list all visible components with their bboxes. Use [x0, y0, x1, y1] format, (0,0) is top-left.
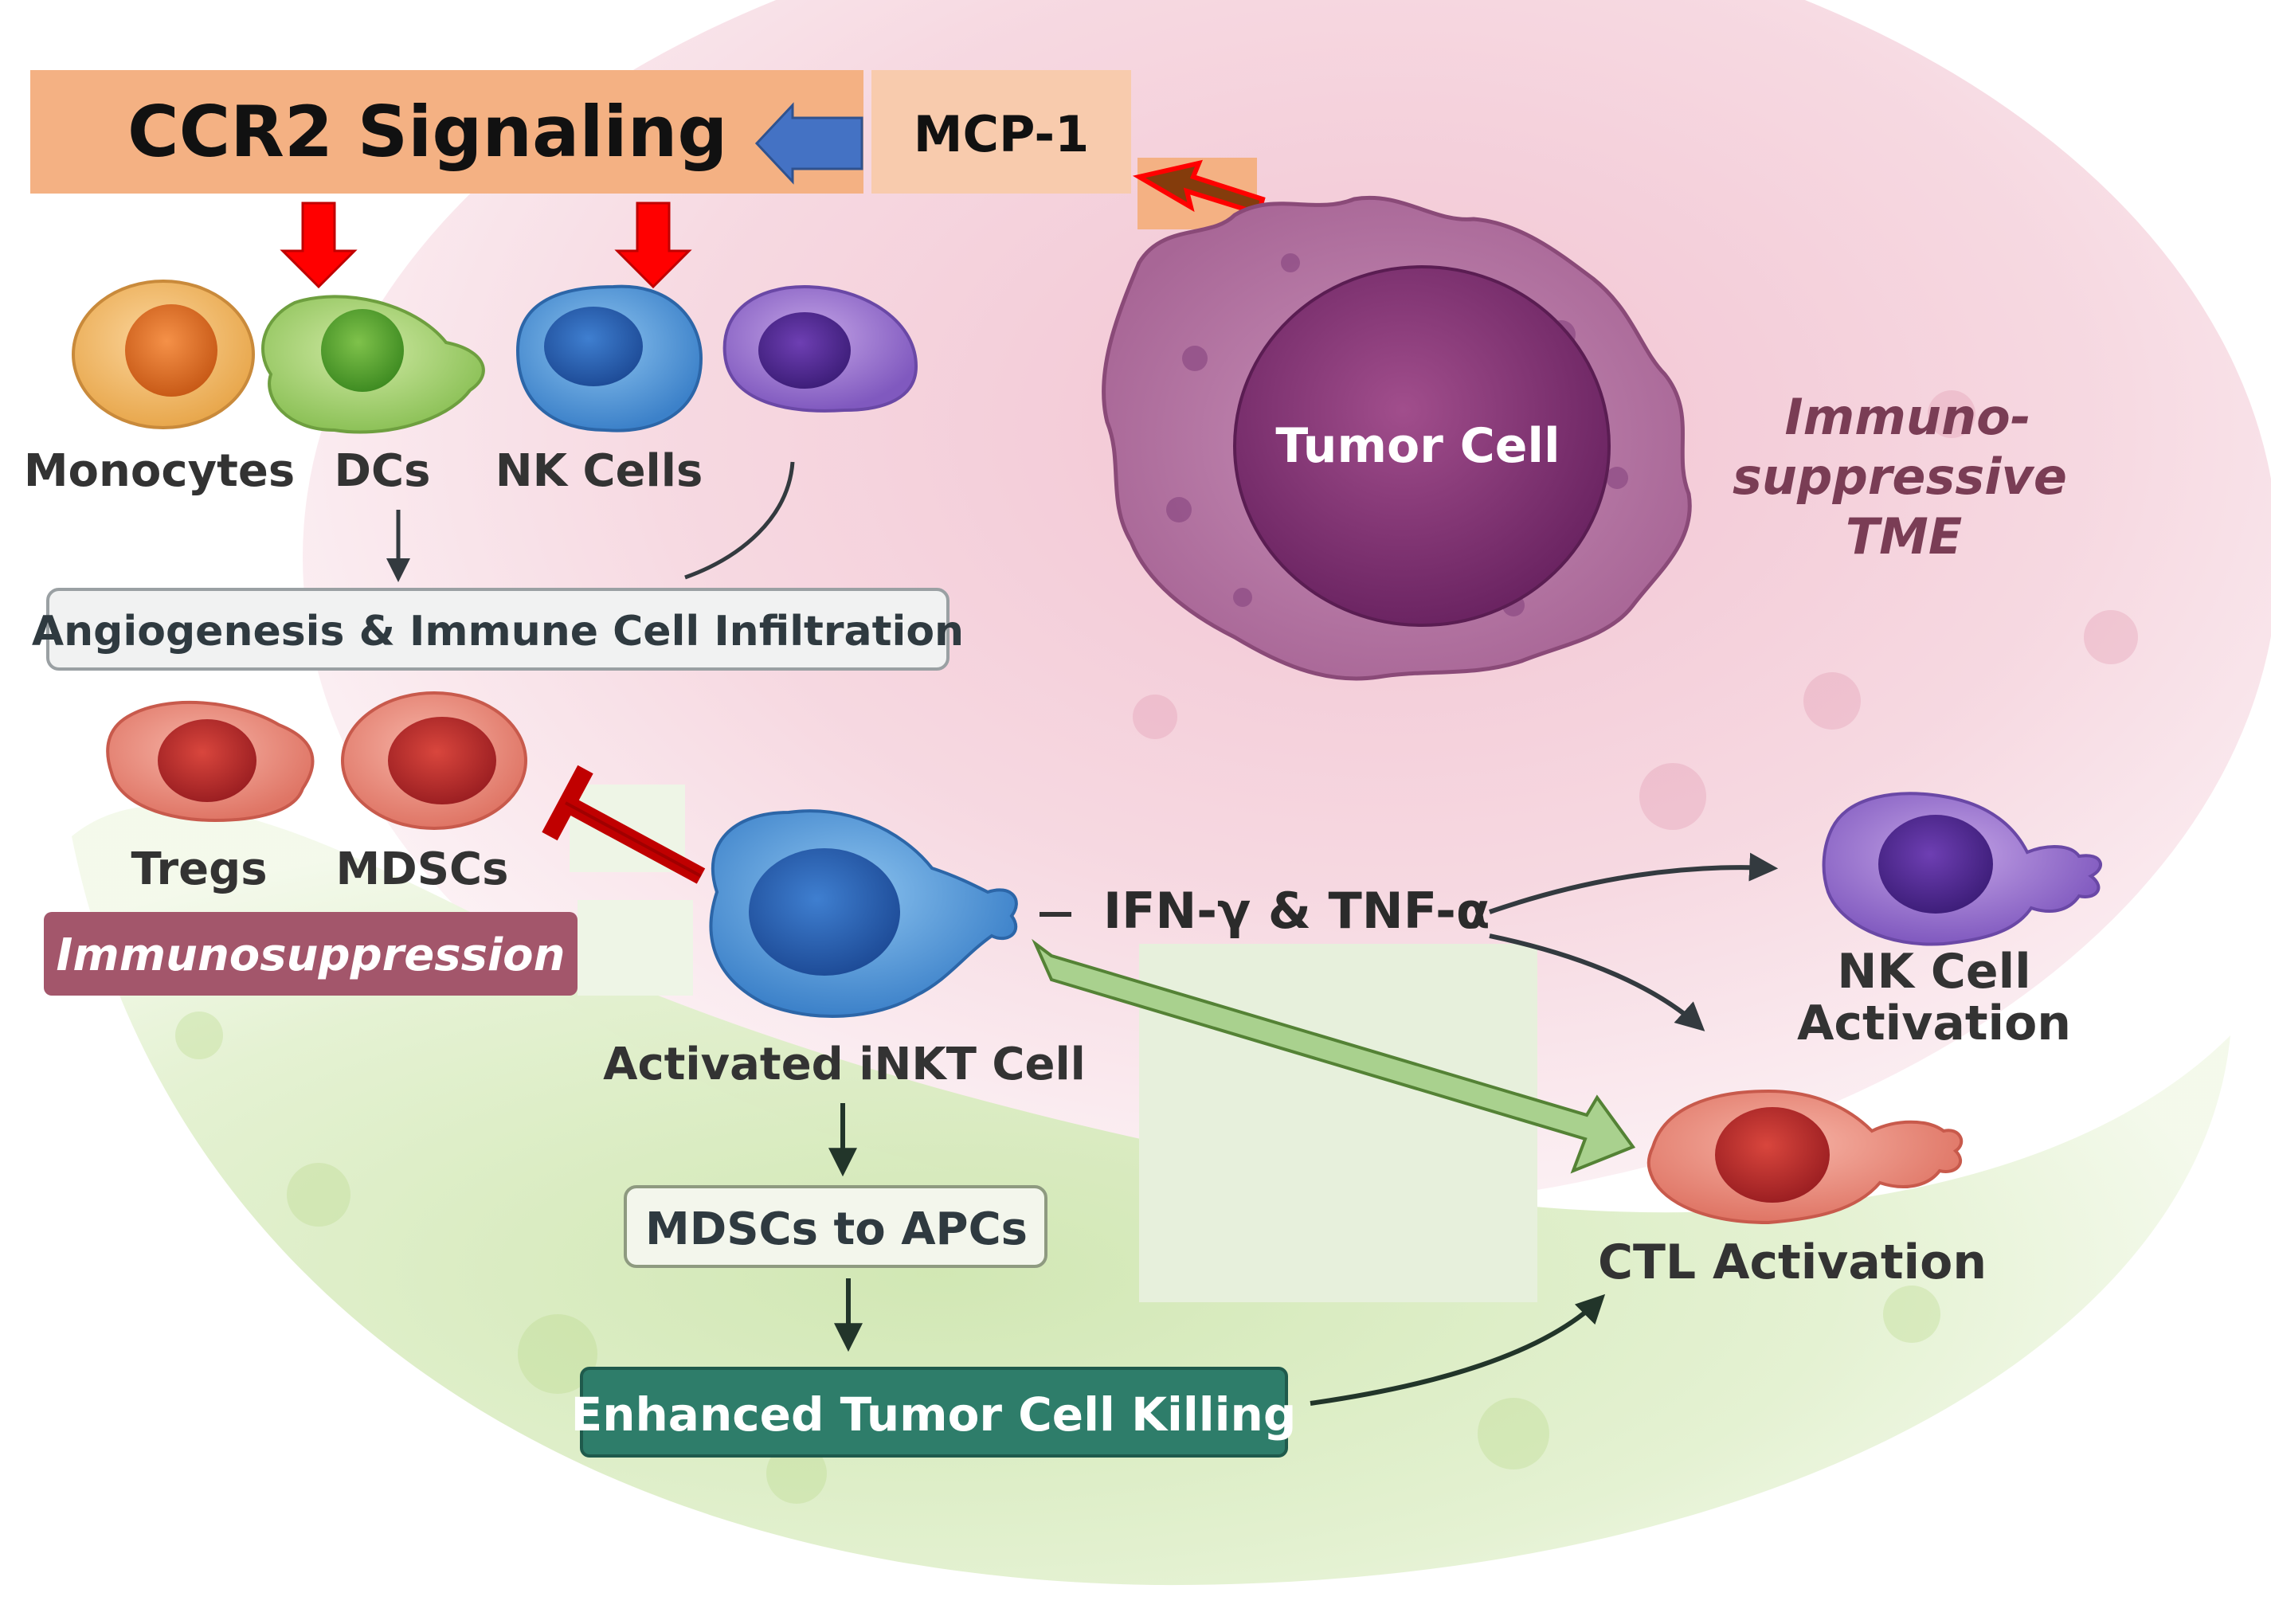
- light-panel: [1139, 944, 1537, 1302]
- cytokine-to-nk-arrow: [1489, 852, 1779, 914]
- tme-label-line2: suppressive: [1733, 448, 2067, 506]
- inkt-label: Activated iNKT Cell: [603, 1039, 1086, 1090]
- dcs-label: DCs: [335, 445, 431, 497]
- inhibition-line-outline: [565, 801, 702, 878]
- immunosuppression-box: [44, 912, 578, 996]
- background-texture: [175, 390, 2138, 1504]
- mcp1-label: MCP-1: [914, 105, 1089, 163]
- inkt-to-ctl-arrow: [1032, 938, 1636, 1174]
- mcp1-box: [871, 70, 1131, 194]
- ctl-cell: [1646, 1089, 1964, 1225]
- mdscs-to-apcs-box: [624, 1185, 1047, 1268]
- tregs-label: Tregs: [131, 843, 267, 895]
- enhanced-killing-box: [580, 1367, 1288, 1458]
- light-patch-2: [578, 900, 693, 996]
- mcp1-to-ccr2-arrow: [754, 102, 863, 185]
- cytokines-label: IFN-γ & TNF-α: [1103, 882, 1490, 940]
- tumor-cell: [1102, 196, 1692, 681]
- monocyte-cell: [72, 280, 255, 429]
- nk-activation-label-line2: Activation: [1797, 996, 2071, 1051]
- inkt-cell: [709, 809, 1018, 1018]
- nk-activation-cell: [1822, 792, 2102, 946]
- enhanced-killing-label: Enhanced Tumor Cell Killing: [571, 1387, 1297, 1442]
- purple-cell: [722, 284, 918, 413]
- ccr2-signaling-box: [30, 70, 863, 194]
- tme-label-line1: Immuno-: [1785, 388, 2031, 446]
- cytokine-to-ctl-arrow: [1489, 933, 1705, 1031]
- ccr2-to-nkcells-arrow: [614, 202, 692, 289]
- dc-cell: [261, 295, 485, 434]
- mdscs-label: MDSCs: [336, 843, 509, 895]
- ccr2-to-dcs-arrow: [280, 202, 358, 289]
- angiogenesis-label: Angiogenesis & Immune Cell Infiltration: [32, 608, 964, 655]
- angiogenesis-box: [46, 588, 950, 671]
- tme-label-line3: TME: [1846, 507, 1962, 565]
- mdsc-cell: [341, 691, 527, 830]
- killing-to-ctl-arrow: [1310, 1293, 1606, 1406]
- nkcells-label: NK Cells: [495, 445, 703, 497]
- ctl-activation-label: CTL Activation: [1598, 1235, 1987, 1290]
- nk-activation-label-line1: NK Cell: [1837, 944, 2030, 1000]
- monocytes-label: Monocytes: [24, 445, 295, 497]
- tumor-to-mcp1-arrow: [1132, 159, 1266, 217]
- immunosuppression-label: Immunosuppression: [57, 929, 566, 981]
- treg-cell: [106, 700, 315, 823]
- tumor-cell-label: Tumor Cell: [1275, 418, 1560, 474]
- nk-cell: [515, 284, 703, 432]
- ccr2-signaling-title: CCR2 Signaling: [127, 91, 727, 173]
- purple-to-angiogenesis-line: [684, 461, 795, 580]
- mdscs-to-apcs-label: MDSCs to APCs: [645, 1203, 1028, 1255]
